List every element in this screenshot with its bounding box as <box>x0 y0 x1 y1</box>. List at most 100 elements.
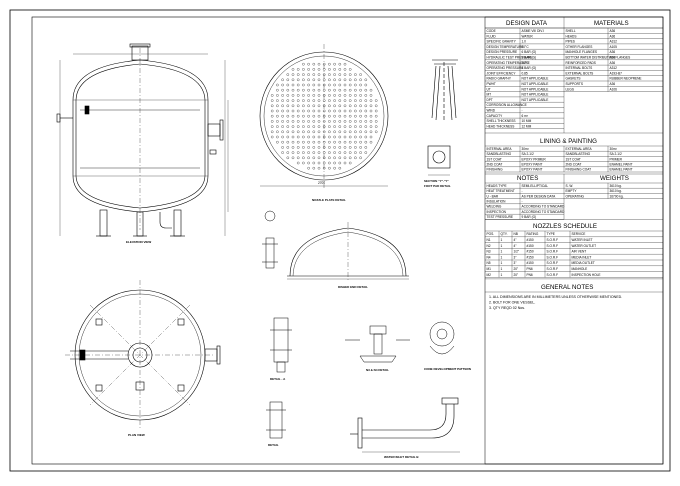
nozzle-hole <box>322 109 326 113</box>
nozzle-hole <box>312 166 316 170</box>
nozzle-hole <box>302 125 305 128</box>
nozzle-cell: 1/2" <box>514 250 520 254</box>
nozzle-hole <box>328 156 331 160</box>
nozzle-hole <box>328 125 331 128</box>
nozzle-cell: S.O.R.F <box>547 261 559 265</box>
nozzle-hole <box>302 104 305 108</box>
notes_table-value: 9 BAR (G) <box>522 215 537 219</box>
lining-cell: 2ND COAT <box>487 163 503 167</box>
materials-value: A312 <box>610 66 618 70</box>
nozzle-hole <box>348 109 352 113</box>
nozzle-hole <box>338 73 342 76</box>
nozzle-hole <box>328 99 331 102</box>
nozzle-hole <box>374 99 378 102</box>
nozzle-hole <box>328 114 331 118</box>
general-note-item: 3. QTY REQD 02 Nos. <box>489 306 525 310</box>
nozzle-hole <box>302 130 305 134</box>
lining-title: LINING & PAINTING <box>540 138 597 145</box>
nozzle-hole <box>317 114 321 118</box>
nozzle-cell: #150 <box>527 261 534 265</box>
nozzle-hole <box>296 146 300 149</box>
detail-lower <box>266 401 286 439</box>
nozzle-hole <box>302 114 305 118</box>
nozzle-hole <box>286 156 290 160</box>
materials-value: A105 <box>610 45 618 49</box>
nozzle-hole <box>317 73 321 76</box>
nozzle-hole <box>348 125 352 128</box>
nozzle-hole <box>302 151 305 154</box>
nozzle-hole <box>338 135 342 139</box>
nozzle-hole <box>307 68 310 71</box>
nozzle-hole <box>281 120 284 123</box>
nozzle-hole <box>364 109 368 113</box>
nozzle-hole <box>291 120 295 123</box>
nozzle-hole <box>322 156 326 160</box>
nozzle-hole <box>374 114 378 118</box>
nozzle-hole <box>348 120 352 123</box>
nozzle-cell: 1 <box>501 273 503 277</box>
nozzle-hole <box>343 114 347 118</box>
nozzle-hole <box>333 130 336 134</box>
nozzle-hole <box>317 161 321 165</box>
design_data-value: NOT APPLICABLE <box>522 93 549 97</box>
nozzle-hole <box>312 156 316 160</box>
nozzle-hole <box>286 94 290 97</box>
nozzle-hole <box>333 68 336 71</box>
nozzle-hole <box>333 156 336 160</box>
nozzle-header: SERVICE <box>572 232 586 236</box>
nozzle-cell: S.O.R.F <box>547 255 559 259</box>
nozzle-cell: 4" <box>514 244 517 248</box>
plate-dim-label: 2700 <box>318 181 325 185</box>
nozzle-hole <box>333 161 336 165</box>
nozzle-hole <box>338 161 342 165</box>
nozzle-hole <box>328 120 331 123</box>
nozzle-cell: #150 <box>527 255 534 259</box>
design_data-value: NOT APPLICABLE <box>522 82 549 86</box>
nozzle-hole <box>333 94 336 97</box>
nozzle-hole <box>354 156 357 160</box>
nozzle-hole <box>333 62 336 66</box>
nozzle-hole <box>317 88 321 92</box>
nozzle-hole <box>359 78 362 82</box>
nozzle-hole <box>302 140 305 144</box>
nozzle-hole <box>276 114 279 118</box>
nozzle-hole <box>281 140 284 144</box>
nozzle-hole <box>322 135 326 139</box>
nozzle-hole <box>291 130 295 134</box>
nozzle-hole <box>317 125 321 128</box>
nozzle-hole <box>333 140 336 144</box>
nozzle-hole <box>281 114 284 118</box>
dished-end-detail <box>287 222 409 282</box>
elevation-view <box>56 43 229 237</box>
notes_table-value: ACCORDING TO STANDARD <box>522 205 566 209</box>
nozzle-hole <box>307 166 310 170</box>
nozzle-hole <box>328 78 331 82</box>
lining-cell: 2ND COAT <box>566 163 582 167</box>
nozzle-hole <box>354 151 357 154</box>
design_data-value: NOT APPLICABLE <box>522 98 549 102</box>
nozzle-hole <box>291 125 295 128</box>
nozzle-cell: 4" <box>514 238 517 242</box>
nozzle-hole <box>286 114 290 118</box>
nozzle-cell: WATER OUTLET <box>572 244 597 248</box>
nozzle-hole <box>354 125 357 128</box>
nozzle-cell: WATER INLET <box>572 238 593 242</box>
materials-value: A36 <box>610 29 616 33</box>
design_data-value: NOT APPLICABLE <box>522 87 549 91</box>
nozzle-hole <box>343 140 347 144</box>
nozzle-hole <box>291 151 295 154</box>
nozzle-hole <box>374 104 378 108</box>
design_data-value: - <box>522 109 523 113</box>
nozzle-hole <box>276 130 279 134</box>
design_data-value: 0.85 <box>522 71 528 75</box>
nozzle-hole <box>359 125 362 128</box>
nozzle-plate-view <box>259 44 389 188</box>
section-label: SECTION "Y"-"Y" <box>424 179 449 183</box>
nozzle-hole <box>338 68 342 71</box>
nozzle-hole <box>364 83 368 87</box>
nozzle-hole <box>374 120 378 123</box>
nozzle-hole <box>307 140 310 144</box>
nozzle-cell: INSPECTION HOLE <box>572 273 601 277</box>
